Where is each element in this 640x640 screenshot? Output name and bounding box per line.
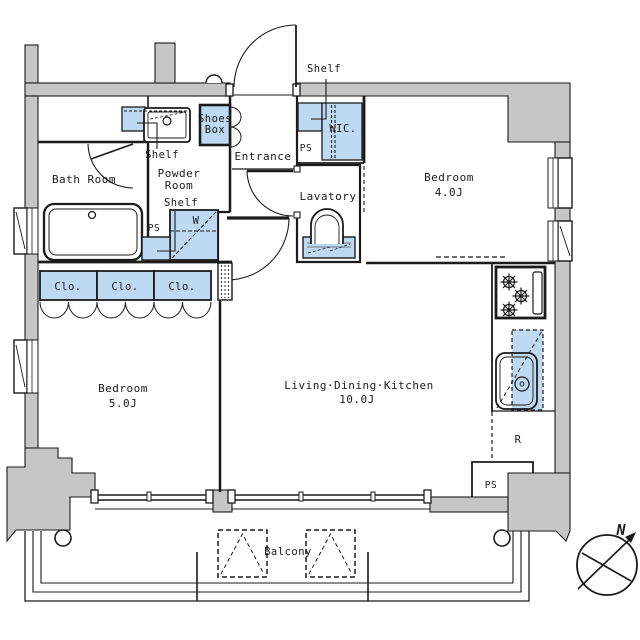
entrance-door — [205, 24, 301, 97]
balcony-area — [24, 529, 530, 602]
shoes-box-label2: Box — [205, 124, 225, 136]
powder-room — [121, 96, 232, 262]
shelf-pointer-basin — [137, 122, 158, 149]
closet-label-2: Clo. — [111, 281, 138, 293]
ps-label-wic: PS — [300, 143, 312, 154]
exterior-walls — [6, 42, 571, 543]
bath-door-arc — [87, 143, 134, 189]
shelf-label-wic: Shelf — [307, 63, 341, 75]
shoes-box — [198, 103, 232, 147]
west-windows — [13, 207, 39, 394]
closet-label-1: Clo. — [54, 281, 81, 293]
wic-closet — [321, 102, 363, 161]
balcony-label: Balcony — [264, 546, 312, 558]
washer-shelf — [141, 236, 171, 261]
bedroom5-label: Bedroom — [98, 382, 148, 395]
lavatory-label: Lavatory — [300, 190, 357, 203]
entrance-label: Entrance — [235, 150, 292, 163]
ps-label-powder: PS — [148, 223, 160, 234]
kitchen — [471, 263, 555, 497]
wic-label: WIC. — [329, 123, 356, 135]
shelf-pointer-washer — [157, 211, 176, 252]
balcony-drain-right — [493, 529, 511, 547]
bath-door-leaf — [90, 143, 134, 160]
closet-label-3: Clo. — [168, 281, 195, 293]
bath-room-label: Bath Room — [52, 173, 116, 186]
ac-unit-space — [305, 529, 356, 578]
ps-label-kitchen: PS — [485, 480, 497, 491]
stove — [494, 265, 547, 320]
lavatory-room — [246, 163, 362, 264]
balcony-drain-left — [54, 529, 72, 547]
labels: Bath Room Powder Room Shelf Shelf Shelf … — [52, 63, 627, 558]
shelf-label-basin: Shelf — [145, 149, 179, 161]
compass-north-label: N — [615, 521, 626, 539]
door-handle — [205, 74, 223, 84]
wic-shelf — [297, 102, 323, 132]
shelf-pointer-wic — [311, 79, 327, 120]
powder-room-label2: Room — [165, 179, 194, 192]
shelf-label-washer: Shelf — [164, 197, 198, 209]
ac-unit-space — [217, 529, 268, 578]
shoes-box-label: Shoes — [198, 113, 232, 125]
bedroom4-size: 4.0J — [435, 186, 464, 199]
bedroom4-label: Bedroom — [424, 171, 474, 184]
compass-arrow — [625, 532, 636, 543]
wic-area — [297, 79, 366, 214]
closets — [39, 270, 212, 319]
toilet — [302, 208, 356, 259]
entrance-area — [198, 96, 299, 170]
bath-room — [38, 96, 232, 264]
fridge-label: R — [515, 434, 522, 446]
south-windows — [90, 489, 432, 510]
sink-counter — [511, 329, 544, 411]
washer-label: W — [193, 215, 200, 227]
bedroom4-walls — [366, 256, 555, 265]
east-windows — [547, 157, 573, 262]
hall-doors — [217, 216, 290, 301]
ldk-door-arc — [226, 217, 290, 281]
powder-room-label: Powder — [158, 167, 201, 180]
bedroom5-size: 5.0J — [109, 397, 138, 410]
kitchen-sink — [495, 352, 538, 410]
ldk-size: 10.0J — [339, 393, 375, 406]
lavatory-door-arc — [246, 170, 294, 217]
compass — [576, 532, 638, 596]
ldk-label: Living·Dining·Kitchen — [284, 379, 434, 392]
bathtub — [42, 202, 144, 262]
